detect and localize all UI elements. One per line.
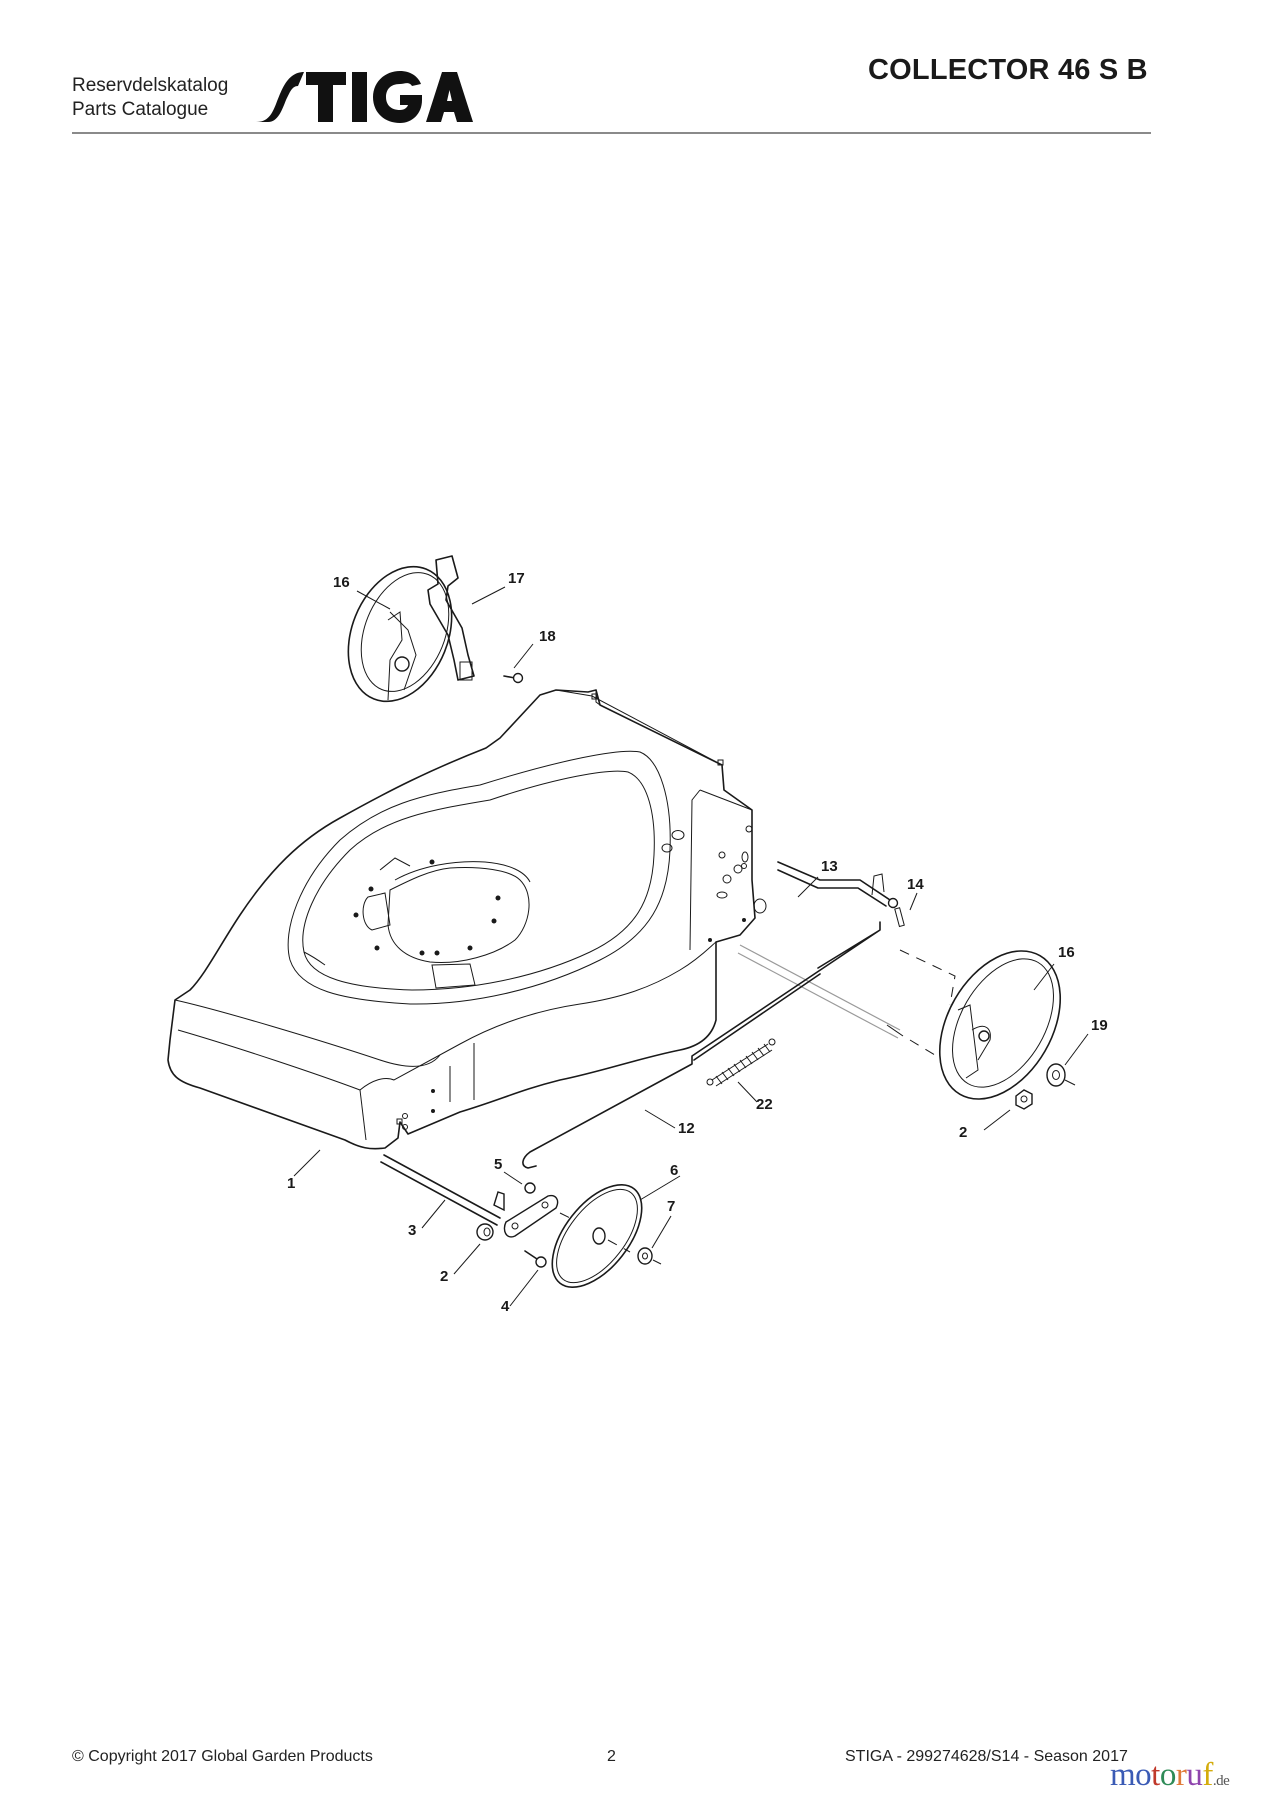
page-number: 2 [607, 1748, 616, 1765]
catalog-label-english: Parts Catalogue [72, 99, 209, 120]
callout-22: 22 [756, 1096, 773, 1113]
watermark-tld: .de [1212, 1773, 1230, 1789]
callout-3: 3 [408, 1222, 417, 1239]
motoruf-watermark: motoruf.de [1110, 1757, 1230, 1793]
callout-16-right: 16 [1058, 944, 1075, 961]
model-title: COLLECTOR 46 S B [868, 54, 1148, 86]
callout-13: 13 [821, 858, 838, 875]
callout-2-left: 2 [440, 1268, 449, 1285]
callout-7: 7 [667, 1198, 676, 1215]
callout-2-right: 2 [959, 1124, 968, 1141]
callout-6: 6 [670, 1162, 679, 1179]
stiga-logo [254, 68, 474, 124]
callout-5: 5 [494, 1156, 503, 1173]
callout-17: 17 [508, 570, 525, 587]
copyright-notice: © Copyright 2017 Global Garden Products [72, 1748, 373, 1765]
callout-12: 12 [678, 1120, 695, 1137]
callout-4: 4 [501, 1298, 510, 1315]
callout-16: 16 [333, 574, 350, 591]
callout-19: 19 [1091, 1017, 1108, 1034]
catalog-label-swedish: Reservdelskatalog [72, 75, 229, 96]
callout-18: 18 [539, 628, 556, 645]
callout-1: 1 [287, 1175, 296, 1192]
callout-14: 14 [907, 876, 924, 893]
document-reference: STIGA - 299274628/S14 - Season 2017 [845, 1748, 1128, 1765]
header-divider [72, 132, 1151, 134]
